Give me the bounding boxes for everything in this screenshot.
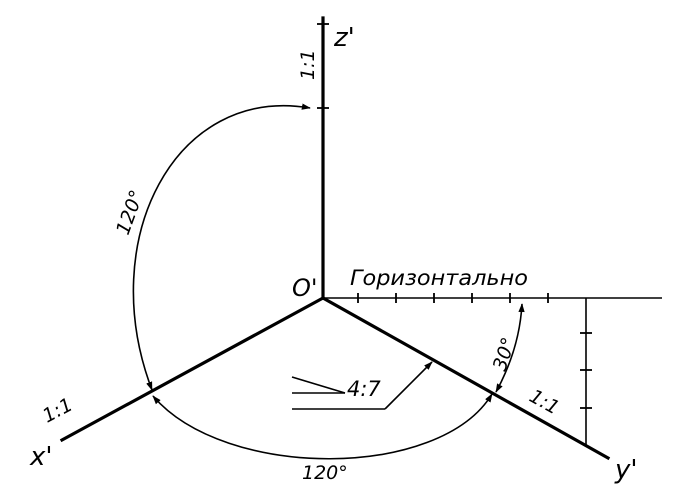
z-axis-ticks [317,23,329,109]
slope-label: 4:7 [347,377,381,401]
slope-symbol-diagonal [291,376,346,394]
scale-z-label: 1:1 [297,49,319,80]
angle-zx-label: 120° [112,187,148,238]
horizontal-label: Горизонтально [350,266,528,290]
arc-30 [495,303,525,393]
y-axis-label: y' [614,455,638,485]
arc-120-xy [152,393,493,460]
x-axis-label: x' [29,442,53,472]
scale-x-label: 1:1 [39,394,76,428]
y-axis [320,295,611,461]
horizontal-ticks [357,293,549,303]
z-axis-label: z' [333,23,355,53]
slope-leader [384,361,433,410]
arc-120-zx [132,103,311,391]
vertical-ticks [580,332,592,409]
angle-30-label: 30° [489,335,520,374]
x-axis [59,295,326,443]
angle-xy-label: 120° [302,462,348,484]
origin-label: O' [292,274,318,302]
